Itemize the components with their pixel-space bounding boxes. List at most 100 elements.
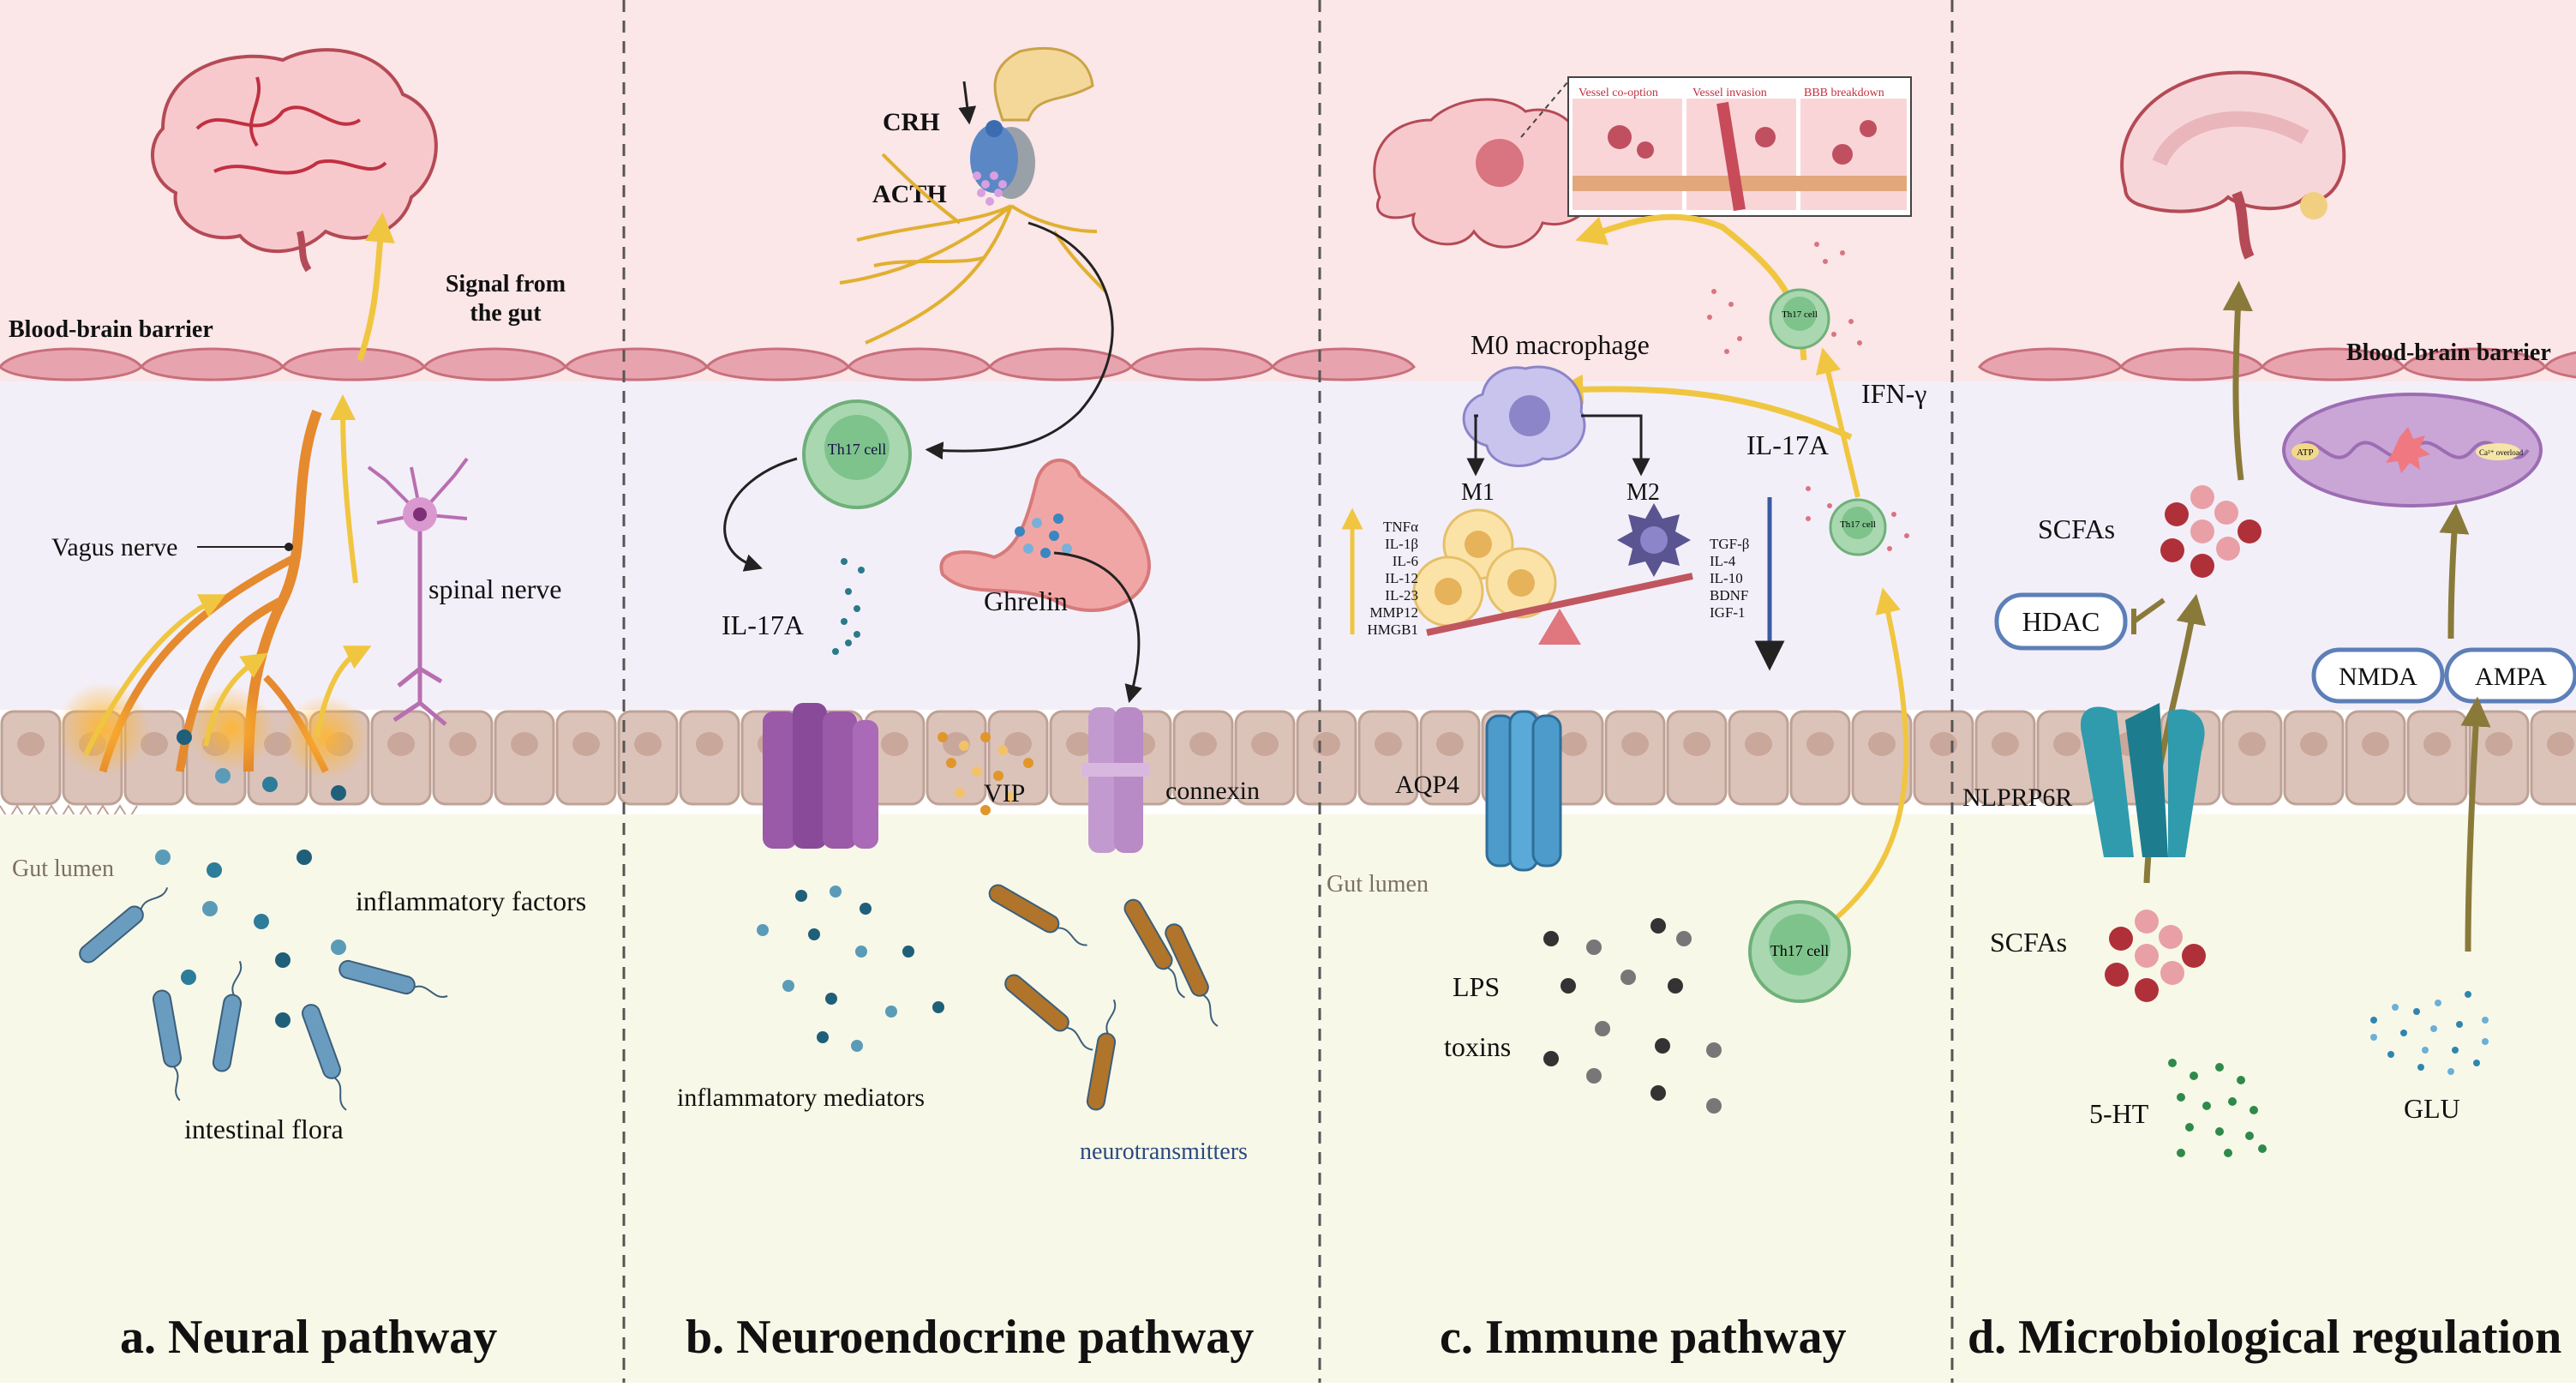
hpa-arrow: [925, 221, 1114, 460]
glow-3: [283, 694, 368, 780]
dot: [1711, 289, 1716, 294]
dot: [997, 745, 1008, 755]
ca-label: Ca²⁺ overload: [2479, 448, 2524, 457]
factor-label: MMP12: [1369, 604, 1418, 621]
factor-label: HMGB1: [1367, 621, 1418, 638]
dot: [2400, 1030, 2407, 1036]
th17-cell-c-mid: [1829, 498, 1887, 556]
toxins-label: toxins: [1444, 1031, 1511, 1062]
dot: [998, 180, 1007, 189]
dot: [885, 1006, 897, 1018]
nlrp6-receptor-icon: [2081, 703, 2205, 857]
dot: [1023, 543, 1033, 554]
th17-migration-arrow: [1819, 587, 1909, 933]
bacterium-icon: [1086, 999, 1117, 1111]
vessel-invasion-label: Vessel invasion: [1692, 87, 1767, 99]
dot: [795, 890, 807, 902]
scfa-molecule: [2182, 944, 2206, 968]
dot: [1062, 543, 1072, 554]
vagal-arrow-2: [203, 652, 268, 747]
dot: [155, 850, 171, 865]
scfa-molecule: [2238, 519, 2261, 543]
dot: [855, 946, 867, 958]
intestinal-bacteria: [79, 886, 448, 1111]
m2-macrophage: [1617, 503, 1691, 577]
dot: [938, 732, 948, 742]
dot: [854, 631, 860, 638]
inflammatory-factor-dots: [155, 730, 346, 1028]
scfa-molecule: [2105, 963, 2129, 987]
dot: [275, 1012, 291, 1028]
scfa-molecule: [2190, 485, 2214, 509]
panel-b: CRH ACTH Th17 cell IL-17A Ghrelin VIP: [677, 46, 1260, 1364]
scfa-molecule: [2159, 925, 2183, 949]
dot: [297, 850, 312, 865]
dot: [1543, 931, 1559, 946]
ghrelin-label: Ghrelin: [984, 585, 1068, 616]
dot: [331, 785, 346, 801]
panel-b-caption: b. Neuroendocrine pathway: [686, 1311, 1254, 1364]
nmda-box: [2311, 647, 2445, 704]
th17-label-c-bottom: Th17 cell: [1770, 942, 1829, 959]
dot: [845, 588, 852, 595]
dot: [1706, 1042, 1722, 1058]
dot: [181, 970, 196, 985]
vagus-label: Vagus nerve: [51, 533, 177, 561]
dot: [1706, 1098, 1722, 1114]
scfa-brain-arrow: [2222, 280, 2253, 481]
bacterium-icon: [1123, 898, 1186, 999]
scfa-molecule: [2190, 519, 2214, 543]
bacterium-icon: [302, 1004, 347, 1111]
vessel-cooption-label: Vessel co-option: [1579, 87, 1658, 99]
intestinal-flora-label: intestinal flora: [184, 1114, 344, 1144]
dot: [830, 886, 842, 898]
dot: [2422, 1047, 2429, 1054]
bacterium-icon: [79, 886, 169, 964]
serotonin-dots: [2168, 1059, 2267, 1157]
dot: [1668, 978, 1683, 994]
th17-cell-c-bottom: [1748, 900, 1851, 1003]
panel-d-caption: d. Microbiological regulation: [1968, 1311, 2561, 1364]
dot: [2190, 1072, 2198, 1080]
vip-dots: [938, 732, 1033, 815]
dot: [1827, 503, 1832, 508]
nmda-label: NMDA: [2339, 663, 2417, 691]
dot: [782, 980, 794, 992]
ion-channel-icon: [763, 703, 878, 849]
brain-sagittal-icon: [2120, 70, 2346, 260]
aqp4-label: AQP4: [1395, 771, 1459, 799]
dot: [980, 805, 991, 815]
dot: [1586, 1068, 1602, 1084]
hdac-inhibition: [2131, 597, 2166, 634]
vip-label: VIP: [984, 779, 1025, 808]
connexin-icon: [1081, 707, 1150, 853]
zoom-leader: [1520, 81, 1569, 138]
dot: [1040, 548, 1051, 558]
dot: [985, 197, 994, 206]
dot: [2452, 1047, 2459, 1054]
il17a-label-b: IL-17A: [722, 609, 804, 640]
dot: [1561, 978, 1576, 994]
inflammatory-factors-label: inflammatory factors: [356, 886, 586, 916]
scfa-cluster-top: [2160, 485, 2261, 578]
dot: [2473, 1060, 2480, 1066]
glow-2: [189, 686, 274, 772]
scfa-molecule: [2165, 502, 2189, 526]
bacterium-icon: [212, 960, 243, 1072]
th17-label-c-mid: Th17 cell: [1840, 519, 1876, 530]
dot: [2392, 1004, 2399, 1011]
balance-fulcrum: [1538, 609, 1581, 645]
dot: [1595, 1021, 1610, 1036]
bbb-label: Blood-brain barrier: [9, 316, 213, 343]
factor-label: IGF-1: [1710, 604, 1746, 621]
dot: [1737, 336, 1742, 341]
ampa-label: AMPA: [2475, 663, 2547, 691]
crh-arrow: [958, 81, 977, 125]
ht-label: 5-HT: [2089, 1098, 2149, 1129]
spinal-label: spinal nerve: [428, 573, 562, 604]
m0-macrophage-icon: [1462, 365, 1586, 467]
dot: [959, 741, 969, 751]
glutamate-dots: [2370, 991, 2489, 1075]
